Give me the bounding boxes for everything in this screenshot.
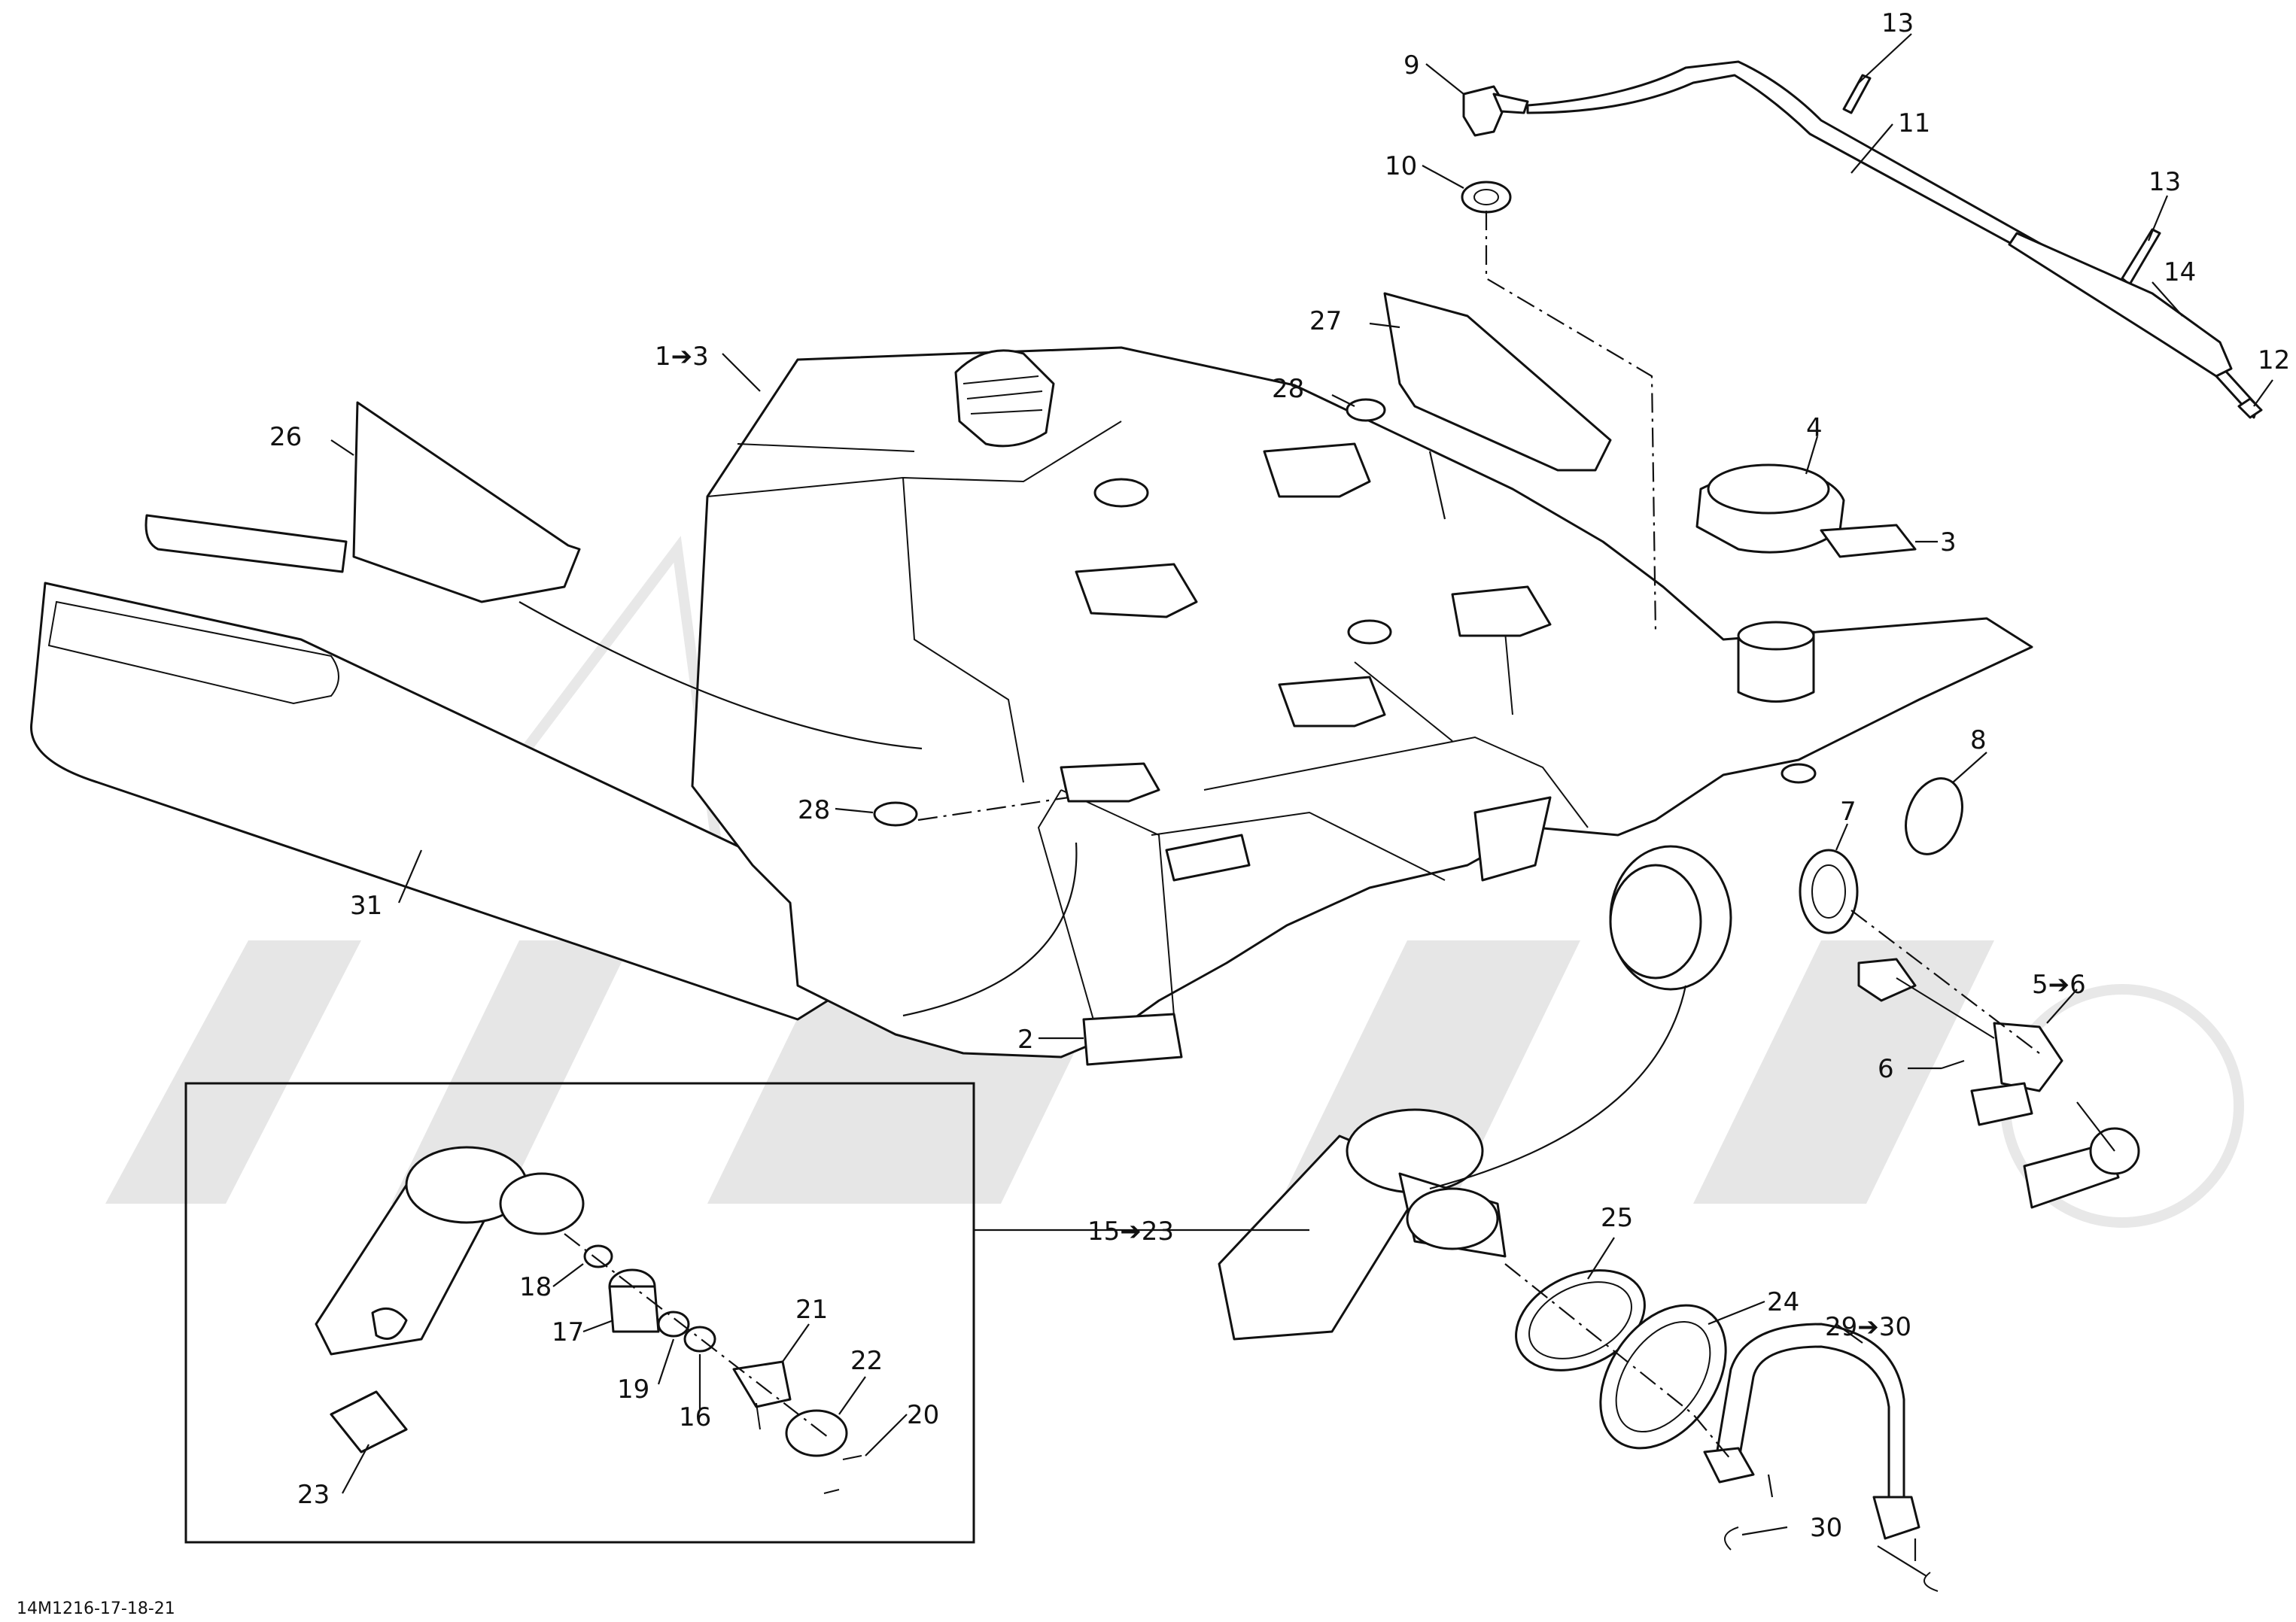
callout-labels: 9 13 11 10 13 14 12 1➔3 27 28 26 4 3 8 2… [269,8,2290,1543]
callout-17: 17 [552,1317,584,1347]
fuel-tank [691,346,2033,1059]
callout-3: 3 [1940,527,1957,557]
pad-part-3 [1820,524,1917,558]
callout-20: 20 [907,1400,939,1430]
callout-10: 10 [1385,151,1417,181]
callout-21: 21 [795,1295,828,1325]
leader-lines [330,33,2273,1577]
callout-25: 25 [1601,1203,1633,1233]
callout-11: 11 [1898,108,1930,138]
callout-26: 26 [269,422,302,452]
clamp-part-13a [2121,228,2161,286]
detail-pump-assembly [315,1146,585,1453]
guard-part-27 [1383,292,1612,472]
detail-inset-box [184,1082,975,1544]
callout-7: 7 [1840,797,1857,827]
fuel-hose-part-29to30 [1703,1323,1920,1540]
detail-o-ring-part-16 [683,1326,716,1353]
clamp-part-13b [1842,74,1872,114]
ring-part-7 [1799,849,1859,934]
grommet-part-10 [1461,181,1512,214]
callout-8: 8 [1970,725,1987,755]
clip-part-12 [2237,397,2263,419]
callout-18: 18 [519,1272,552,1302]
callout-2: 2 [1017,1025,1034,1055]
fuel-cap-part-4 [1695,463,1845,554]
o-ring-part-25 [1515,1269,1646,1371]
callout-28-top: 28 [1272,374,1304,404]
callout-15-to-23: 15➔23 [1087,1216,1174,1247]
clamp-part-30a [1724,1526,1739,1551]
pin-part-6 [1941,1060,1965,1069]
callout-16: 16 [679,1402,711,1432]
pad-part-2 [1082,1013,1183,1066]
gasket-part-8 [1905,777,1963,855]
callout-13-top: 13 [1881,8,1914,38]
callout-30: 30 [1810,1513,1842,1543]
callout-6: 6 [1878,1054,1894,1084]
callout-14: 14 [2164,257,2196,287]
detail-part-23 [330,1390,408,1453]
callout-24: 24 [1767,1287,1799,1317]
callout-4: 4 [1806,413,1823,443]
drawing-number: 14M1216-17-18-21 [17,1599,175,1618]
vent-valve-part-9 [1462,85,1529,137]
grommet-part-28a [1346,398,1386,422]
callout-12: 12 [2258,345,2290,375]
clamp-part-30b [1923,1572,1939,1592]
detail-screw-part-20 [823,1455,862,1494]
callout-28-left: 28 [798,795,830,825]
lock-ring-part-24 [1599,1304,1727,1450]
detail-regulator-part-21 [732,1360,792,1430]
hose-part-14 [2008,232,2233,378]
callout-13-right: 13 [2149,167,2181,197]
callout-9: 9 [1403,50,1420,80]
callout-19: 19 [617,1374,649,1405]
callout-1-to-3: 1➔3 [655,342,709,372]
grommet-part-28b [873,801,918,827]
callout-23: 23 [297,1480,330,1510]
detail-o-ring-part-18 [583,1244,613,1268]
fuel-sender-part-5 [1857,958,2140,1209]
callout-29-to-30: 29➔30 [1825,1312,1911,1342]
callout-22: 22 [850,1346,883,1376]
detail-gasket-part-22 [785,1409,848,1457]
detail-o-ring-part-19 [657,1311,690,1338]
pad-part-26 [144,401,581,603]
callout-5-to-6: 5➔6 [2032,970,2086,1000]
callout-27: 27 [1309,306,1342,336]
fuel-pump-assembly-part-15to23 [1218,1108,1507,1341]
callout-31: 31 [350,891,382,921]
